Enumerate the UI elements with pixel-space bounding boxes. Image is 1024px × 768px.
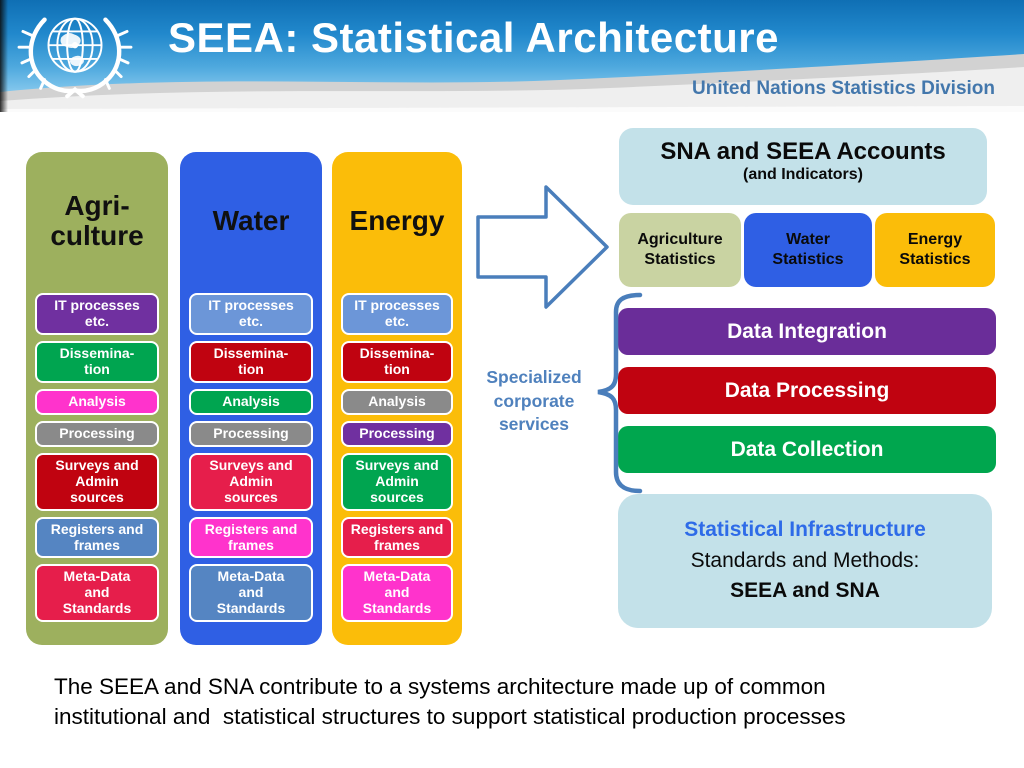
infrastructure-line2: Standards and Methods:	[690, 548, 920, 572]
column-title: Water	[212, 204, 290, 236]
pipeline-step: Registers and frames	[189, 516, 313, 559]
accounts-title: SNA and SEEA Accounts	[660, 138, 946, 165]
pipeline-step: Dissemina- tion	[341, 340, 453, 383]
header-band: SEEA: Statistical Architecture United Na…	[0, 0, 1024, 112]
data-bar: Data Integration	[618, 308, 996, 355]
pipeline-step: IT processes etc.	[341, 293, 453, 335]
data-bar: Data Collection	[618, 426, 996, 473]
pipeline-step: Dissemina- tion	[35, 340, 159, 383]
column-title: Energy	[349, 204, 445, 236]
right-block-arrow-icon	[476, 185, 609, 309]
pipeline-step: Registers and frames	[35, 516, 159, 559]
pipeline-step: Processing	[189, 420, 313, 447]
statistics-box: Energy Statistics	[875, 213, 995, 287]
pipeline-step: Analysis	[341, 388, 453, 415]
services-note: Specialized corporate services	[486, 367, 582, 435]
pipeline-step: IT processes etc.	[35, 293, 159, 335]
data-bar: Data Processing	[618, 367, 996, 414]
column-title: Agri- culture	[50, 189, 144, 251]
sna-seea-accounts-box: SNA and SEEA Accounts (and Indicators)	[619, 128, 987, 205]
org-name: United Nations Statistics Division	[692, 78, 995, 99]
header-left-edge	[0, 0, 8, 112]
pipeline-step: Registers and frames	[341, 516, 453, 559]
statistical-infrastructure-box: Statistical Infrastructure Standards and…	[618, 494, 992, 628]
pipeline-step: Surveys and Admin sources	[341, 452, 453, 511]
footer-text: The SEEA and SNA contribute to a systems…	[54, 674, 846, 730]
brace-icon	[597, 292, 643, 494]
pipeline-step: Dissemina- tion	[189, 340, 313, 383]
pipeline-step: Analysis	[35, 388, 159, 415]
statistics-box: Water Statistics	[744, 213, 872, 287]
pipeline-step: Processing	[341, 420, 453, 447]
header-swoosh	[0, 54, 1024, 112]
pipeline-step: Meta-Data and Standards	[189, 564, 313, 623]
pipeline-step: Analysis	[189, 388, 313, 415]
column-agriculture: Agri- culture IT processes etc. Dissemina…	[26, 152, 168, 645]
infrastructure-line3: SEEA and SNA	[730, 579, 880, 603]
pipeline-step: IT processes etc.	[189, 293, 313, 335]
page-title: SEEA: Statistical Architecture	[168, 14, 779, 61]
infrastructure-title: Statistical Infrastructure	[684, 518, 926, 542]
pipeline-step: Surveys and Admin sources	[189, 452, 313, 511]
statistics-box: Agriculture Statistics	[619, 213, 741, 287]
pipeline-step: Processing	[35, 420, 159, 447]
pipeline-step: Meta-Data and Standards	[35, 564, 159, 623]
un-emblem-icon	[17, 17, 133, 99]
accounts-subtitle: (and Indicators)	[742, 166, 863, 184]
pipeline-step: Surveys and Admin sources	[35, 452, 159, 511]
pipeline-step: Meta-Data and Standards	[341, 564, 453, 623]
